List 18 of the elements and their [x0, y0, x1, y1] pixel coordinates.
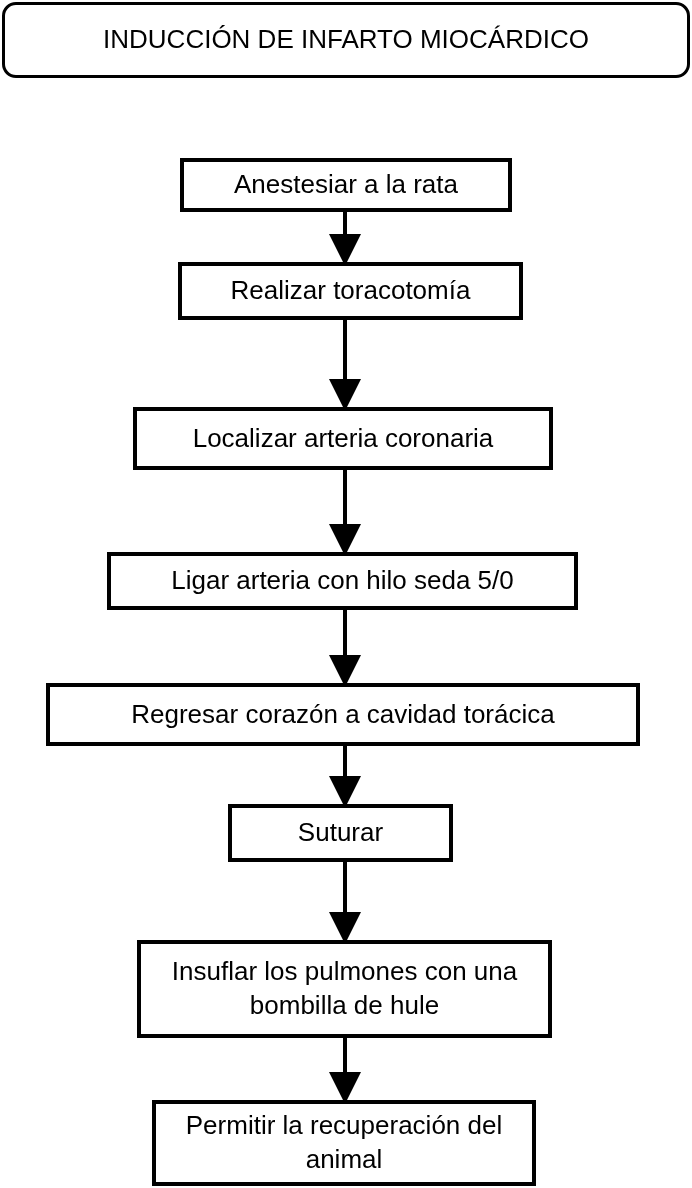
title-box: [2, 2, 690, 78]
step-text: Localizar arteria coronaria: [192, 421, 494, 455]
process-box: [133, 407, 553, 470]
step-text: Permitir la recuperación del animal: [184, 1109, 504, 1176]
step-text: Insuflar los pulmones con una bombilla de hule: [170, 955, 519, 1022]
step-text: Regresar corazón a cavidad torácica: [131, 697, 555, 731]
process-box: [180, 158, 512, 212]
process-box: [137, 940, 552, 1038]
process-box: [152, 1100, 536, 1186]
process-box: [46, 683, 640, 746]
process-box: [228, 804, 453, 862]
step-text: Suturar: [297, 816, 384, 850]
process-box: [178, 262, 523, 320]
step-text: Anestesiar a la rata: [234, 168, 458, 202]
step-text: Realizar toracotomía: [230, 274, 471, 308]
step-text: Ligar arteria con hilo seda 5/0: [171, 564, 514, 598]
process-box: [107, 552, 578, 610]
title-text: INDUCCIÓN DE INFARTO MIOCÁRDICO: [103, 23, 589, 57]
